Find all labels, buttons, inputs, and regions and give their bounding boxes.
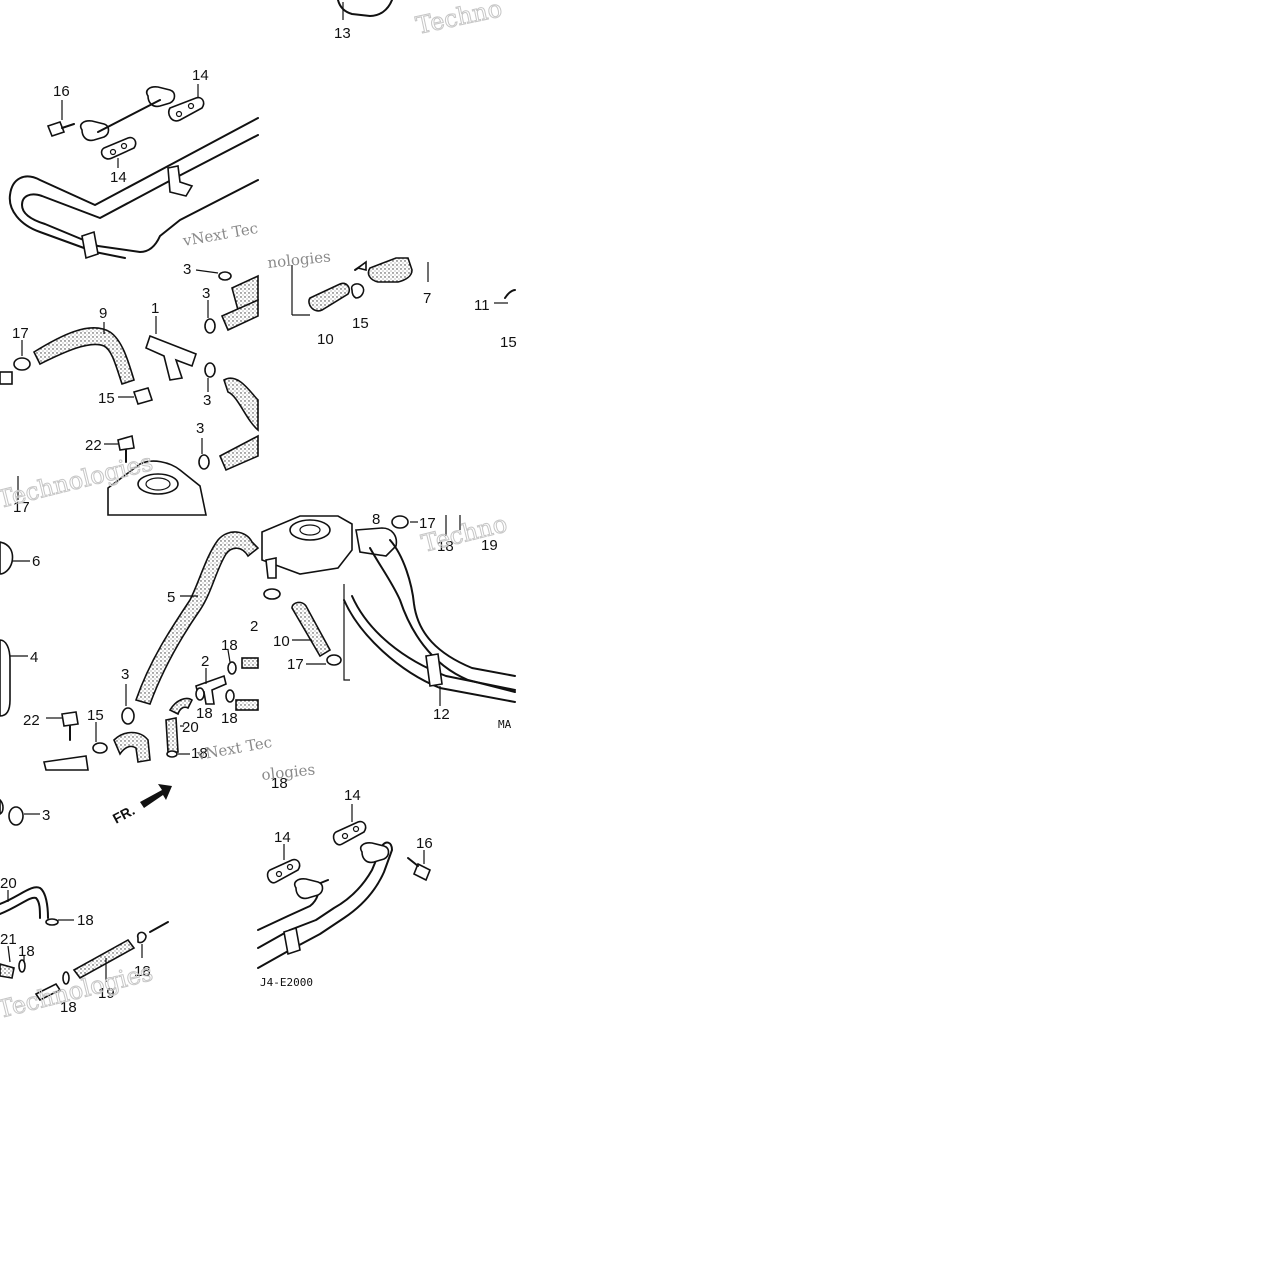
part-label-15: 15: [87, 707, 104, 724]
tile-left-lower: 6 5 4 18 2 2 3 18 15 22 18 20 18 vNext T…: [0, 531, 274, 771]
part-label-4: 4: [30, 649, 38, 666]
part-label-5: 5: [167, 589, 175, 606]
tile-center-lower: 8 17 18 19 10 17 12 MA Techno: [261, 509, 516, 731]
part-label-14: 14: [344, 787, 361, 804]
part-label-17: 17: [12, 325, 29, 342]
part-label-17: 17: [419, 515, 436, 532]
part-label-1: 1: [151, 300, 159, 317]
diagram-code: MA: [498, 718, 512, 731]
part-label-22: 22: [85, 437, 102, 454]
part-label-11: 11: [474, 297, 490, 314]
part-label-10: 10: [317, 331, 334, 348]
part-label-18: 18: [221, 710, 238, 727]
diagram-code: J4-E2000: [260, 976, 313, 989]
part-label-14: 14: [274, 829, 291, 846]
part-label-18: 18: [134, 963, 151, 980]
watermark-text: vNext Tec: [181, 219, 260, 250]
part-label-3: 3: [196, 420, 204, 437]
part-label-12: 12: [433, 706, 450, 723]
part-label-6: 6: [32, 553, 40, 570]
part-label-19: 19: [98, 985, 115, 1002]
part-label-13: 13: [334, 25, 351, 42]
part-label-7: 7: [423, 290, 431, 307]
part-label-2: 2: [250, 618, 258, 635]
part-label-3: 3: [183, 261, 191, 278]
tile-left-middle: 3 3 9 1 17 15 3 3 22 17 Technologies: [0, 261, 259, 516]
tile-bottom-center: ologies 18 14 14 16 J4-E2000: [257, 760, 433, 989]
part-label-8: 8: [372, 511, 380, 528]
part-label-16: 16: [416, 835, 433, 852]
watermark-text: Techno: [413, 0, 504, 40]
tile-upper-left: 14 16 14 vNext Tec: [8, 67, 260, 260]
direction-label: FR.: [110, 802, 137, 827]
part-label-18: 18: [77, 912, 94, 929]
part-label-18: 18: [271, 775, 288, 792]
part-label-3: 3: [202, 285, 210, 302]
part-label-18: 18: [18, 943, 35, 960]
part-label-9: 9: [99, 305, 107, 322]
tile-bottom-left: FR. 3 20 18 21 18 18 19 18 Technologies: [0, 784, 172, 1024]
part-label-14: 14: [110, 169, 127, 186]
part-label-18: 18: [191, 745, 208, 762]
tile-middle-center: nologies 7 10 15 11 15: [267, 247, 517, 351]
part-label-19: 19: [481, 537, 498, 554]
part-label-17: 17: [13, 499, 30, 516]
watermark-text: ologies: [261, 760, 316, 784]
part-label-21: 21: [0, 931, 17, 948]
part-label-3: 3: [121, 666, 129, 683]
part-label-3: 3: [203, 392, 211, 409]
watermark-text: vNext Tec: [195, 733, 274, 764]
tile-top-center: 13 Techno: [334, 0, 505, 42]
part-label-16: 16: [53, 83, 70, 100]
part-label-18: 18: [221, 637, 238, 654]
part-label-20: 20: [182, 719, 199, 736]
part-label-20: 20: [0, 875, 17, 892]
front-direction-arrow-icon: [140, 784, 172, 808]
part-label-15: 15: [352, 315, 369, 332]
part-label-22: 22: [23, 712, 40, 729]
part-label-10: 10: [273, 633, 290, 650]
part-label-3: 3: [42, 807, 50, 824]
part-label-15: 15: [98, 390, 115, 407]
part-label-18: 18: [437, 538, 454, 555]
part-label-17: 17: [287, 656, 304, 673]
part-label-18: 18: [196, 705, 213, 722]
part-label-2: 2: [201, 653, 209, 670]
part-label-14: 14: [192, 67, 209, 84]
part-label-15: 15: [500, 334, 517, 351]
watermark-text: nologies: [267, 247, 332, 272]
part-label-18: 18: [60, 999, 77, 1016]
